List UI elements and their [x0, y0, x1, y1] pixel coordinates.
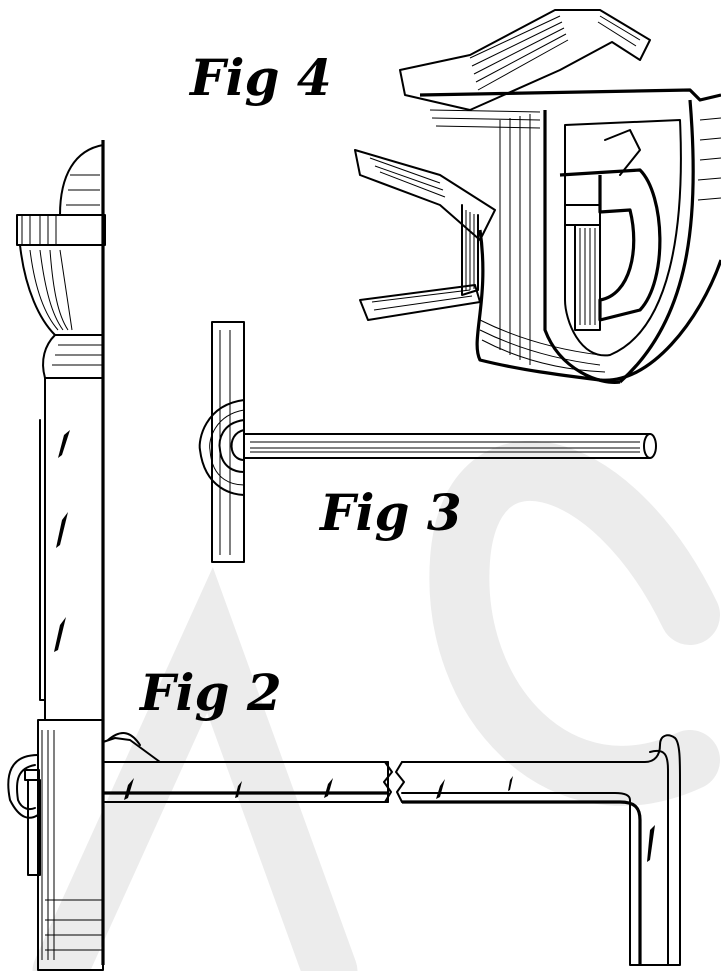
post-drawing [7, 140, 106, 971]
fig3-drawing [198, 321, 657, 563]
fig4-label: Fig 4 [188, 48, 332, 107]
fig4-drawing [354, 9, 721, 384]
fig2-label: Fig 2 [138, 663, 282, 722]
fig3-label: Fig 3 [318, 483, 462, 542]
watermark [32, 441, 720, 971]
fig2-drawing [102, 732, 681, 966]
